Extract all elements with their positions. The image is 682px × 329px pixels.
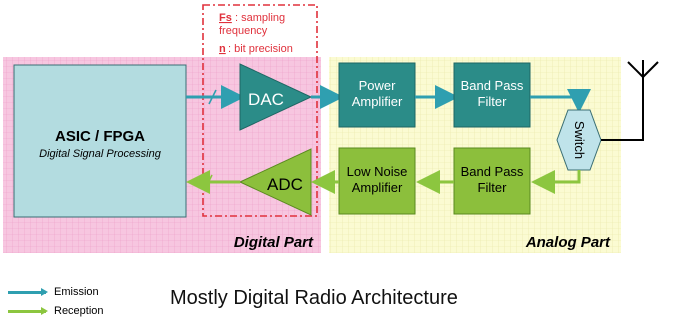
bit-slash-rx bbox=[204, 174, 213, 190]
pa-label-line1: Power bbox=[359, 78, 397, 93]
bit-slash-tx bbox=[208, 89, 217, 105]
reception-arrow-icon bbox=[8, 306, 48, 315]
lna-label-line2: Amplifier bbox=[352, 180, 403, 195]
rx-bpf-label-line2: Filter bbox=[478, 180, 508, 195]
legend-emission-label: Emission bbox=[54, 286, 99, 298]
lna-label-line1: Low Noise bbox=[347, 164, 408, 179]
rx-band-pass-filter-block bbox=[453, 147, 531, 215]
asic-subtitle: Digital Signal Processing bbox=[39, 148, 162, 160]
asic-title: ASIC / FPGA bbox=[55, 128, 145, 145]
legend-reception: Reception bbox=[8, 305, 104, 317]
tx-band-pass-filter-block bbox=[453, 62, 531, 128]
asic-fpga-block bbox=[13, 64, 187, 218]
rx-bpf-label-line1: Band Pass bbox=[461, 164, 524, 179]
antenna-feed-line bbox=[601, 77, 644, 141]
pa-label-line2: Amplifier bbox=[352, 94, 403, 109]
dac-label: DAC bbox=[248, 90, 284, 109]
tx-bpf-label-line1: Band Pass bbox=[461, 78, 524, 93]
adc-label: ADC bbox=[267, 175, 303, 194]
legend-reception-label: Reception bbox=[54, 305, 104, 317]
analog-part-label: Analog Part bbox=[525, 234, 611, 251]
n-label: n bbox=[219, 43, 226, 55]
reception-arrow-switch-bpf bbox=[531, 170, 581, 194]
n-text: : bit precision bbox=[228, 43, 293, 55]
emission-arrow-icon bbox=[8, 287, 48, 296]
fs-text: : sampling bbox=[235, 12, 285, 24]
tx-bpf-label-line2: Filter bbox=[478, 94, 508, 109]
dac-triangle bbox=[239, 63, 313, 131]
emission-arrow-bpf-switch bbox=[530, 89, 591, 113]
legend-emission: Emission bbox=[8, 286, 99, 298]
fs-text-line2: frequency bbox=[219, 25, 268, 37]
switch-hexagon bbox=[556, 109, 602, 171]
switch-label: Switch bbox=[572, 121, 587, 159]
sampling-note-box bbox=[202, 4, 318, 217]
power-amplifier-block bbox=[338, 62, 416, 128]
diagram-caption: Mostly Digital Radio Architecture bbox=[170, 287, 458, 309]
low-noise-amplifier-block bbox=[338, 147, 416, 215]
digital-part-label: Digital Part bbox=[234, 234, 314, 251]
adc-triangle bbox=[238, 148, 312, 216]
fs-label: Fs bbox=[219, 12, 232, 24]
antenna-left-arm bbox=[627, 61, 644, 78]
antenna-right-arm bbox=[642, 61, 659, 78]
